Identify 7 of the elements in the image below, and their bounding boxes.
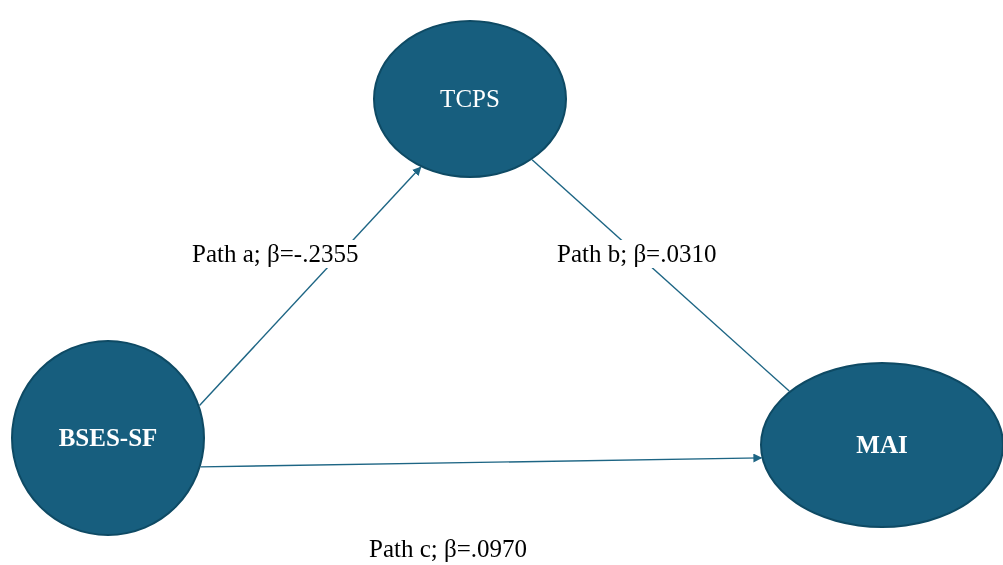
- node-label: MAI: [856, 430, 908, 460]
- node-label: BSES-SF: [58, 423, 158, 453]
- edge-label: Path a; β=-.2355: [192, 240, 359, 268]
- edge-label: Path b; β=.0310: [557, 240, 717, 268]
- arrow: [200, 453, 763, 468]
- node-label: TCPS: [440, 84, 500, 114]
- arrow: [198, 166, 422, 407]
